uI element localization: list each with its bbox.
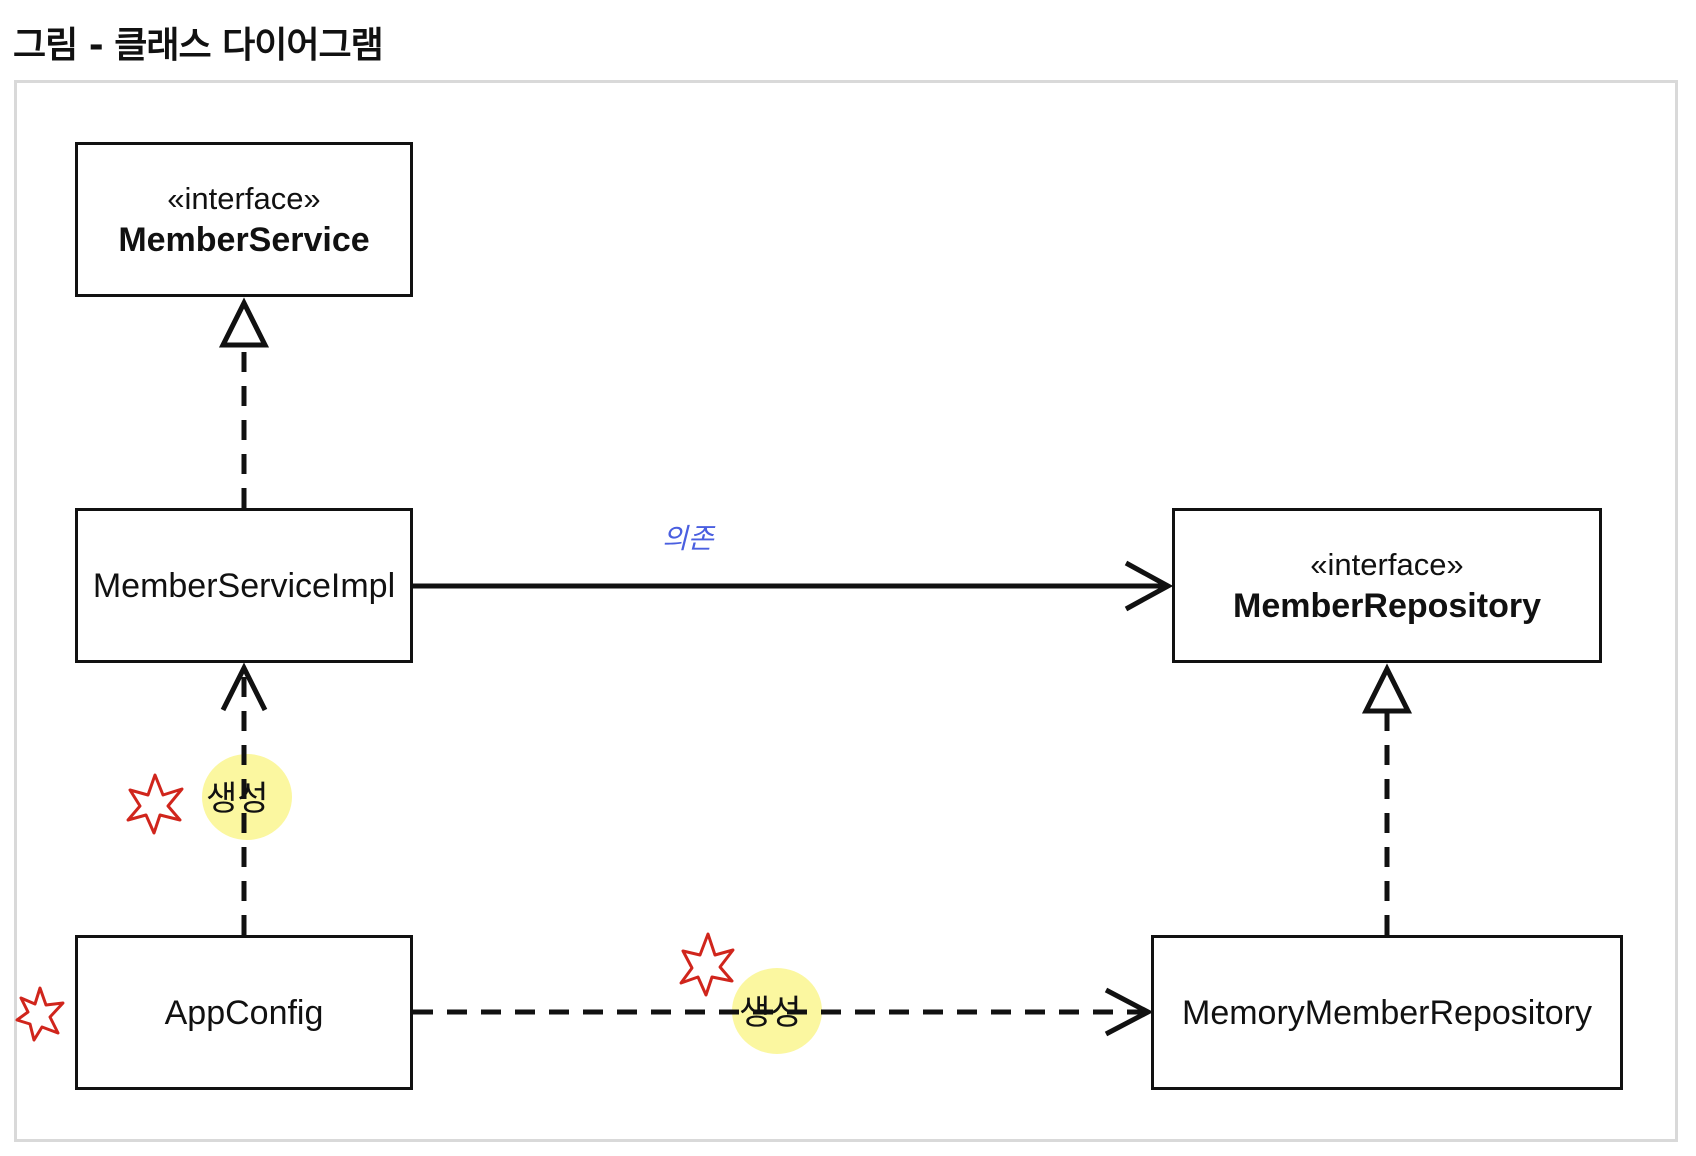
class-member-service[interactable]: «interface» MemberService	[75, 142, 413, 297]
edge-appconfig-to-memory[interactable]	[413, 987, 1154, 1037]
stereotype-label: «interface»	[167, 180, 321, 216]
class-name: MemberServiceImpl	[92, 566, 396, 605]
class-member-service-impl[interactable]: MemberServiceImpl	[75, 508, 413, 663]
stereotype-label: «interface»	[1310, 546, 1464, 582]
highlight-marker	[732, 968, 822, 1054]
edge-impl-to-service[interactable]	[218, 297, 270, 508]
class-member-repository[interactable]: «interface» MemberRepository	[1172, 508, 1602, 663]
star-icon	[15, 986, 65, 1042]
highlight-marker	[202, 754, 292, 840]
hollow-triangle-arrowhead	[218, 297, 270, 348]
hollow-triangle-arrowhead	[1361, 663, 1413, 714]
edge-label: 생성	[206, 779, 269, 819]
class-name: AppConfig	[164, 993, 324, 1032]
open-arrowhead	[1104, 987, 1154, 1037]
class-memory-member-repository[interactable]: MemoryMemberRepository	[1151, 935, 1623, 1090]
class-app-config[interactable]: AppConfig	[75, 935, 413, 1090]
star-icon	[126, 773, 184, 835]
diagram-frame	[14, 80, 1678, 1142]
class-name: MemoryMemberRepository	[1182, 993, 1592, 1032]
class-name: MemberService	[118, 220, 370, 259]
edge-label: 생성	[739, 993, 802, 1033]
page-title: 그림 - 클래스 다이어그램	[13, 25, 384, 66]
class-name: MemberRepository	[1233, 586, 1541, 625]
star-icon	[679, 932, 735, 997]
edge-appconfig-to-impl[interactable]	[220, 662, 268, 935]
open-arrowhead	[220, 662, 268, 712]
edge-memory-to-repository[interactable]	[1361, 663, 1413, 935]
edge-impl-to-repository[interactable]	[413, 560, 1174, 612]
open-arrowhead	[1124, 560, 1174, 612]
dependency-annotation: 의존	[662, 522, 716, 555]
